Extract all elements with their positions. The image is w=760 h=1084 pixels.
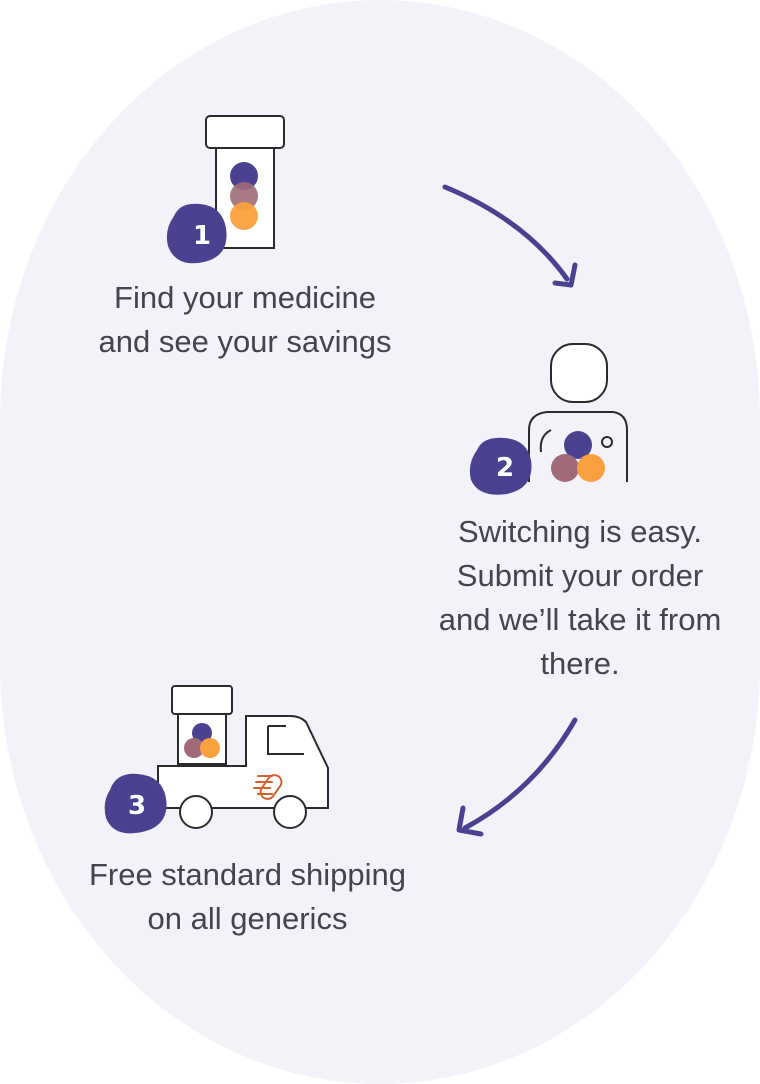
step-1-line: and see your savings: [98, 324, 392, 359]
arrow-icon: [442, 184, 578, 288]
arrow-icon: [456, 717, 578, 837]
step-2-line: Switching is easy.: [457, 514, 703, 549]
doctor-icon: 2: [469, 343, 628, 495]
step-2-line: Submit your order: [456, 558, 704, 593]
step-3-line: Free standard shipping: [88, 857, 407, 892]
delivery-truck-icon: 3: [104, 685, 329, 834]
step-2-text: Switching is easy. Submit your order and…: [400, 510, 760, 686]
pill-bottle-icon: 1: [166, 115, 285, 264]
step-1-text: Find your medicine and see your savings: [40, 276, 450, 364]
step-3-text: Free standard shipping on all generics: [40, 853, 455, 941]
step-number-badge: 1: [193, 221, 211, 251]
step-2-line: there.: [540, 646, 620, 681]
step-number-badge: 2: [496, 453, 514, 483]
step-3-line: on all generics: [147, 901, 348, 936]
step-2-line: and we’ll take it from: [438, 602, 722, 637]
step-1-line: Find your medicine: [114, 280, 376, 315]
step-number-badge: 3: [128, 791, 146, 821]
